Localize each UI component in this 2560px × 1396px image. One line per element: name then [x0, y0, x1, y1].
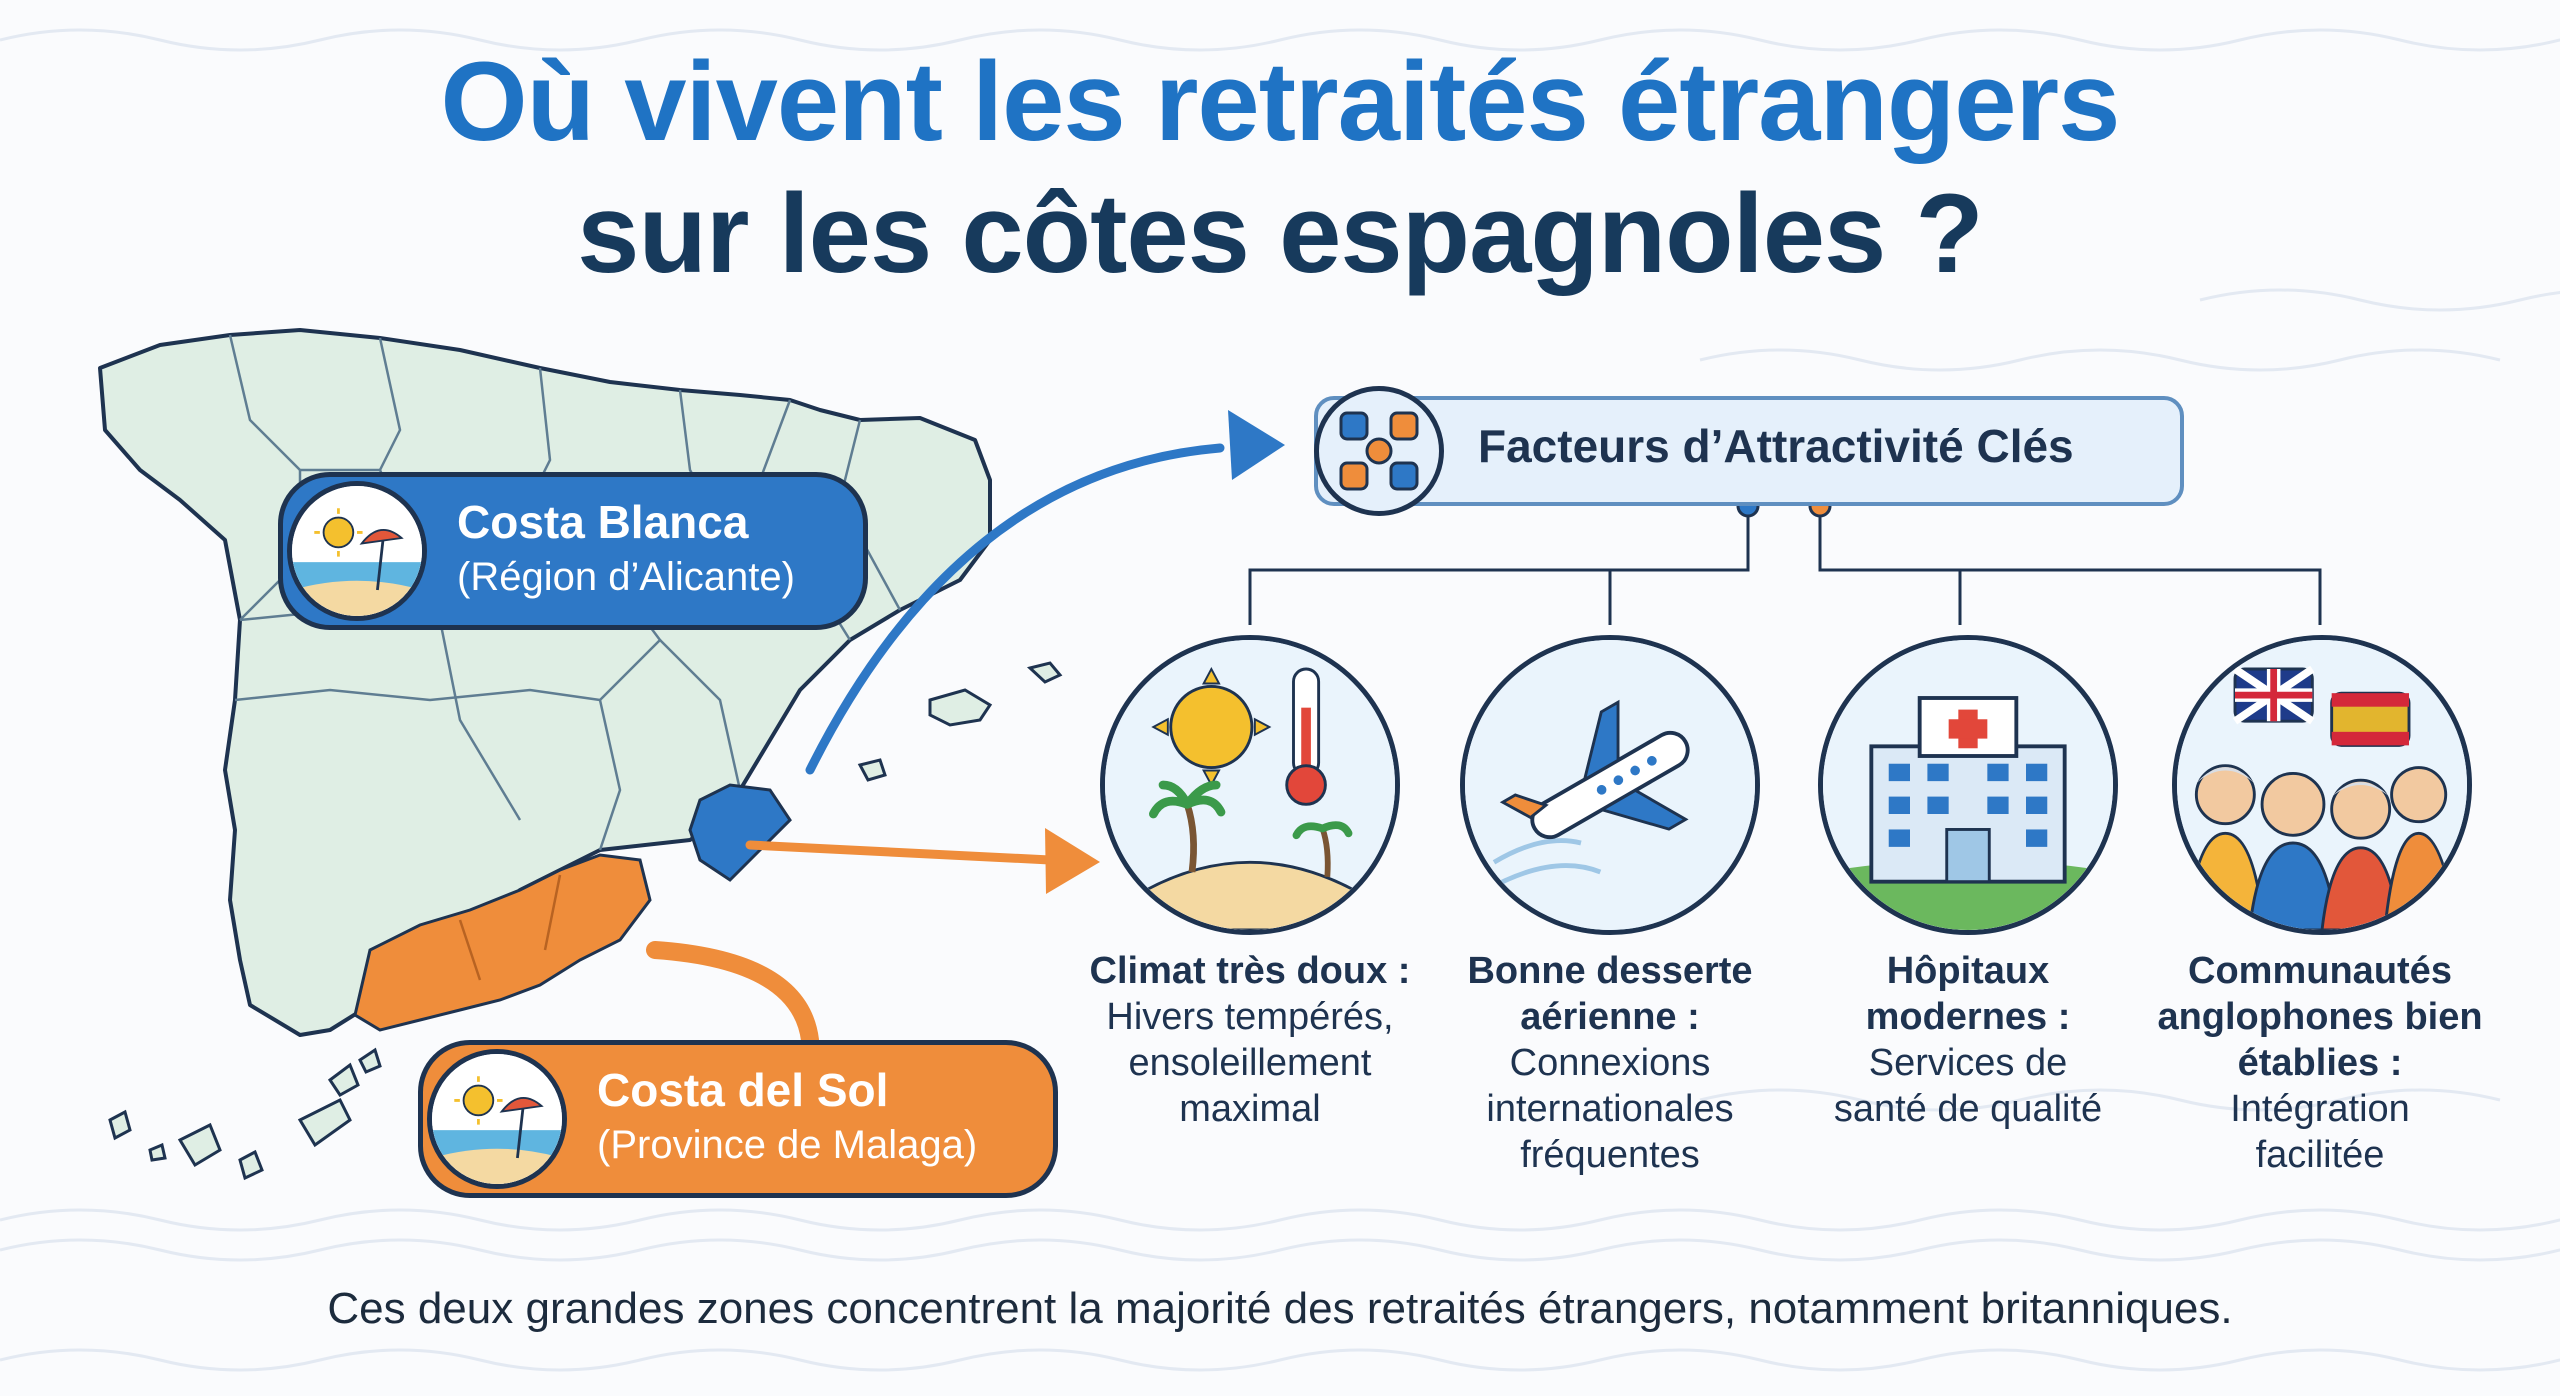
beach-sun-icon	[287, 481, 427, 621]
costa-del-sol-sub: (Province de Malaga)	[597, 1123, 978, 1167]
canary-islands	[108, 1047, 382, 1181]
factor-community-line-1: Intégration	[2230, 1088, 2410, 1130]
factor-hospital-line-1: Services de	[1868, 1042, 2068, 1084]
factor-air-text: Bonne desserte aérienne : Connexions int…	[1445, 948, 1775, 1178]
factor-climate-line-3: maximal	[1179, 1088, 1321, 1130]
factor-climate-head: Climat très doux :	[1089, 950, 1411, 992]
factor-climate-line-2: ensoleillement	[1128, 1042, 1372, 1084]
costa-blanca-region	[688, 783, 792, 882]
hospital-icon	[1818, 635, 2118, 935]
factor-air-line-3: fréquentes	[1520, 1134, 1700, 1176]
factor-community-head: Communautés anglophones bien établies :	[2157, 950, 2483, 1084]
airplane-icon	[1460, 635, 1760, 935]
factor-community-line-2: facilitée	[2255, 1134, 2385, 1176]
arrow-to-factors	[805, 443, 1225, 775]
factor-air-line-1: Connexions	[1509, 1042, 1711, 1084]
sun-thermometer-palm-icon	[1100, 635, 1400, 935]
factor-climate-text: Climat très doux : Hivers tempérés, enso…	[1085, 948, 1415, 1132]
title-line-2: sur les côtes espagnoles ?	[577, 171, 1984, 296]
factors-title: Facteurs d’Attractivité Clés	[1478, 420, 2074, 472]
factor-hospital-line-2: santé de qualité	[1833, 1088, 2103, 1130]
factor-air-line-2: internationales	[1486, 1088, 1734, 1130]
beach-sun-icon	[427, 1049, 567, 1189]
factors-header	[1314, 396, 2184, 506]
factor-hospital-head: Hôpitaux modernes :	[1865, 950, 2071, 1038]
factor-community-text: Communautés anglophones bien établies : …	[2155, 948, 2485, 1178]
costa-blanca-callout: Costa Blanca (Région d’Alicante)	[278, 472, 868, 630]
title-line-1: Où vivent les retraités étrangers	[440, 39, 2121, 164]
page-title: Où vivent les retraités étrangers sur le…	[0, 36, 2560, 300]
costa-del-sol-callout: Costa del Sol (Province de Malaga)	[418, 1040, 1058, 1198]
footer-caption: Ces deux grandes zones concentrent la ma…	[327, 1284, 2233, 1333]
factor-air-head: Bonne desserte aérienne :	[1467, 950, 1753, 1038]
puzzle-cycle-icon	[1314, 386, 1444, 516]
balearic-islands	[928, 688, 993, 727]
costa-blanca-sub: (Région d’Alicante)	[457, 555, 795, 599]
factor-climate-line-1: Hivers tempérés,	[1106, 996, 1394, 1038]
arrow-to-climate	[745, 840, 1055, 865]
factor-hospital-text: Hôpitaux modernes : Services de santé de…	[1803, 948, 2133, 1132]
costa-blanca-name: Costa Blanca	[457, 496, 749, 548]
costa-del-sol-name: Costa del Sol	[597, 1064, 889, 1116]
costa-del-sol-region	[353, 853, 652, 1032]
community-flags-icon	[2172, 635, 2472, 935]
